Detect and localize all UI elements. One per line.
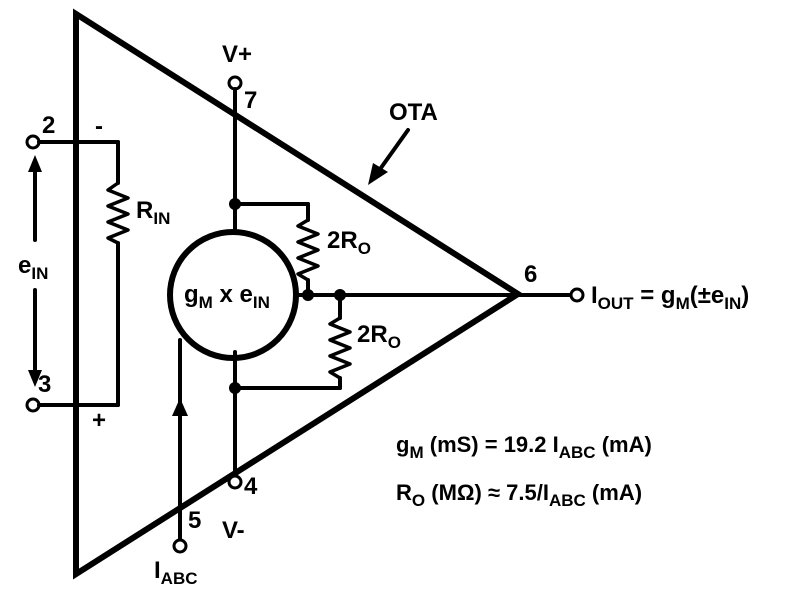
arrow-icon-ein-down [28,370,42,387]
gm-label: gM x eIN [184,281,270,312]
arrow-icon-ein-up [28,155,42,172]
pin5-label: 5 [188,507,201,534]
minus-sign: - [95,113,103,140]
iabc-label: IABC [154,557,198,588]
vminus-label: V- [222,517,245,544]
arrow-icon-iabc [172,398,188,416]
junction-bottom [229,382,241,394]
r-bottom-label: 2RO [357,321,401,352]
rin-label: RIN [136,197,170,228]
ota-triangle [73,8,524,580]
resistor-icon-rin [106,181,130,245]
gm-equation: gM (mS) = 19.2 IABC (mA) [396,432,652,462]
ro-equation: RO (MΩ) ≈ 7.5/IABC (mA) [396,480,642,510]
terminal-icon-out[interactable] [569,287,585,303]
ota-arrow-line [376,128,410,174]
ota-label: OTA [389,99,438,126]
iout-equation: IOUT = gM(±eIN) [591,282,749,313]
plus-sign: + [92,407,106,434]
pin4-label: 4 [244,473,258,500]
resistor-icon-r-bottom [328,316,352,380]
vplus-label: V+ [222,41,252,68]
ota-arrow-icon [368,163,388,185]
r-top-label: 2RO [327,227,371,258]
terminal-icon-vminus[interactable] [227,474,243,490]
terminal-icon-iabc[interactable] [172,538,188,554]
resistor-icon-r-top [296,218,320,282]
pin2-label: 2 [42,112,55,139]
pin7-label: 7 [244,87,257,114]
ein-label: eIN [18,252,48,283]
pin3-label: 3 [38,371,51,398]
pin6-label: 6 [524,261,537,288]
